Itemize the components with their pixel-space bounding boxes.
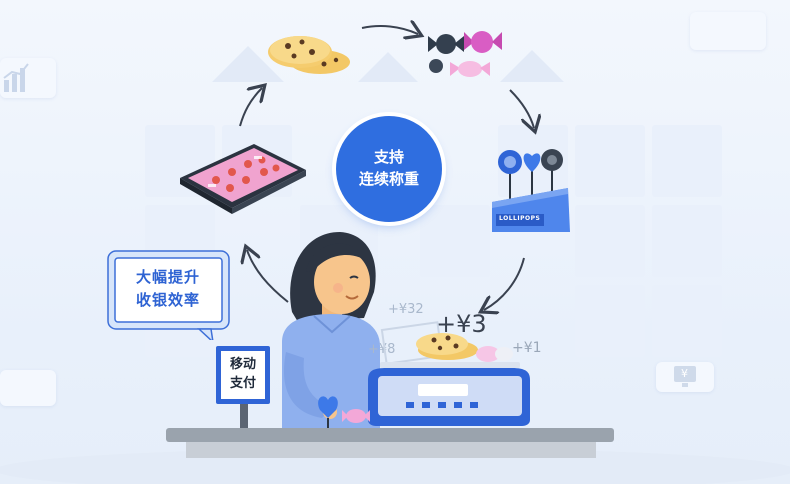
center-badge-line1: 支持 — [373, 148, 404, 166]
cookies-icon — [268, 36, 350, 74]
price-top: +¥32 — [388, 302, 424, 317]
speech-bubble-line1: 大幅提升 — [135, 268, 200, 286]
counter-base — [186, 442, 596, 458]
lollipops-icon — [492, 149, 570, 232]
monitor-icon — [674, 366, 696, 387]
monitor-yen: ¥ — [681, 367, 688, 380]
speech-bubble-line2: 收银效率 — [135, 291, 200, 309]
scale-icon — [368, 321, 530, 426]
center-badge: 支持 连续称重 — [336, 116, 442, 222]
counter-top — [166, 428, 614, 442]
price-left: +¥8 — [368, 342, 396, 357]
floating-card-top-right — [690, 12, 766, 50]
lollipop-box-label: LOLLIPOPS — [499, 215, 541, 222]
cashier-woman — [282, 232, 380, 432]
speech-bubble: 大幅提升 收银效率 — [107, 250, 230, 340]
hand-candy-icon — [318, 396, 370, 428]
floating-card-bottom-left — [0, 370, 56, 406]
chart-icon — [3, 63, 29, 92]
price-right: +¥1 — [512, 340, 542, 356]
gingerbread-tray-icon — [180, 144, 306, 214]
center-badge-line2: 连续称重 — [358, 170, 419, 188]
monitor-card: ¥ — [656, 362, 714, 392]
payment-sign-line1: 移动 — [229, 357, 256, 372]
floating-card-chart — [0, 58, 56, 98]
payment-sign-line2: 支付 — [229, 376, 256, 391]
candy-icon — [428, 31, 502, 77]
